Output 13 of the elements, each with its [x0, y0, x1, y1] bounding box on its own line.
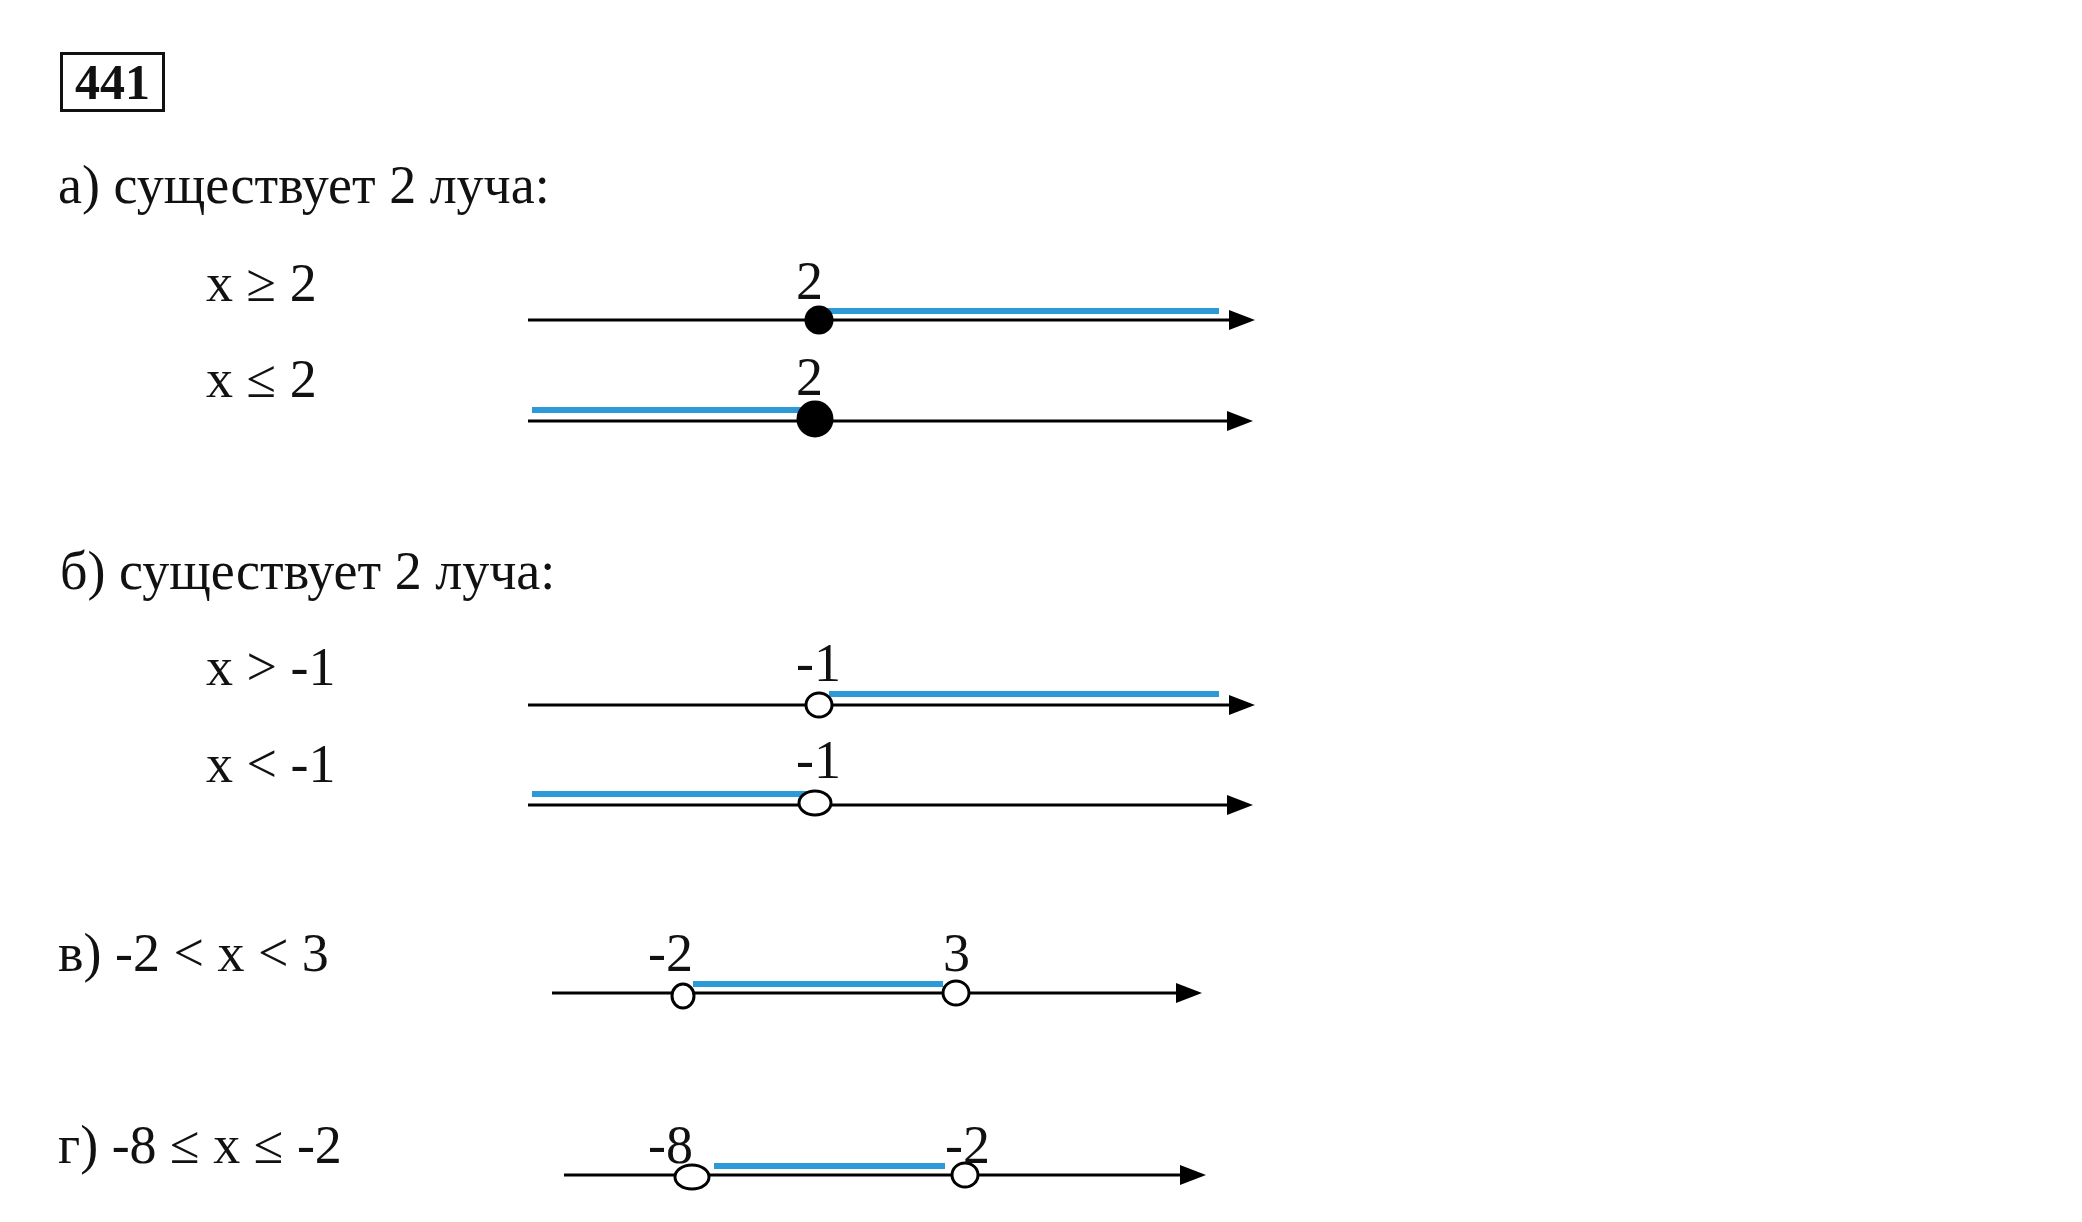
tick-label: -2 [945, 1118, 990, 1172]
tick-label: -8 [648, 1118, 693, 1172]
inequality: x > -1 [206, 640, 336, 694]
inequality: x < -1 [206, 737, 336, 791]
tick-label: -1 [796, 636, 841, 690]
inequality: x ≥ 2 [206, 256, 317, 310]
tick-label: -1 [796, 733, 841, 787]
problem-number: 441 [60, 52, 165, 112]
tick-label: 2 [796, 350, 823, 404]
tick-label: 3 [943, 926, 970, 980]
tick-label: 2 [796, 254, 823, 308]
inequality: x ≤ 2 [206, 352, 317, 406]
tick-label: -2 [648, 926, 693, 980]
